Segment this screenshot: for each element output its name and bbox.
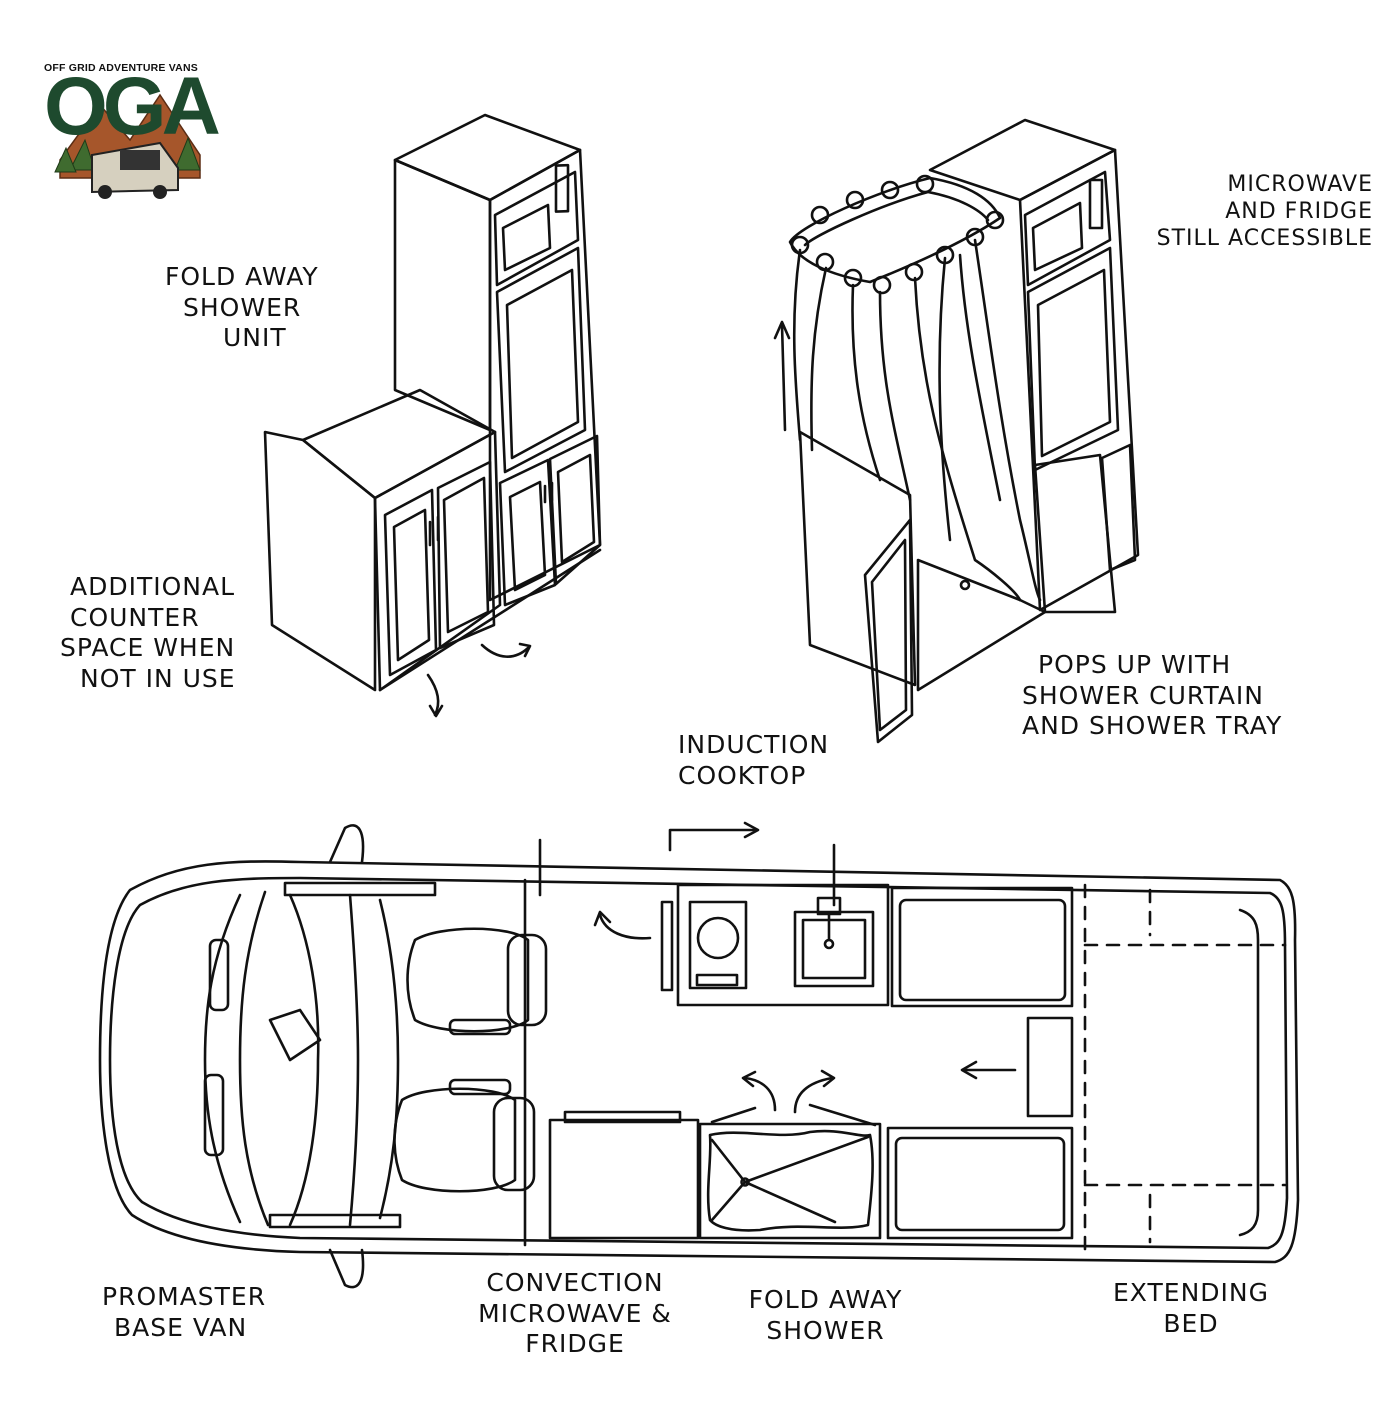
logo-tagline: OFF GRID ADVENTURE VANS xyxy=(44,62,198,74)
van-floor-plan xyxy=(98,821,1300,1289)
folded-shower-cabinet xyxy=(263,113,602,718)
shower-tray-plan xyxy=(698,1103,882,1240)
passenger-seat xyxy=(393,1078,536,1193)
oga-logo-graphic xyxy=(54,93,201,199)
label-pops-up: POPS UP WITH SHOWER CURTAIN AND SHOWER T… xyxy=(1022,650,1283,740)
label-additional-counter: ADDITIONAL COUNTER SPACE WHEN NOT IN USE xyxy=(60,572,236,693)
label-microwave-fridge-accessible: MICROWAVE AND FRIDGE STILL ACCESSIBLE xyxy=(1156,172,1373,251)
kitchen-counter xyxy=(660,843,890,1007)
open-shower-cabinet xyxy=(773,118,1140,744)
driver-seat xyxy=(406,927,548,1036)
extending-bed-zone xyxy=(1083,883,1287,1252)
label-fold-away-shower: FOLD AWAY SHOWER xyxy=(748,1285,903,1345)
label-induction-cooktop: INDUCTION COOKTOP xyxy=(678,730,830,790)
label-convection-microwave-fridge: CONVECTION MICROWAVE & FRIDGE xyxy=(478,1268,672,1358)
label-extending-bed: EXTENDING BED xyxy=(1113,1278,1269,1338)
logo-wordmark: OGA xyxy=(44,61,221,152)
van-logo-icon xyxy=(91,141,179,199)
label-fold-away-shower-unit: FOLD AWAY SHOWER UNIT xyxy=(165,262,319,352)
label-promaster-base-van: PROMASTER BASE VAN xyxy=(102,1282,267,1342)
